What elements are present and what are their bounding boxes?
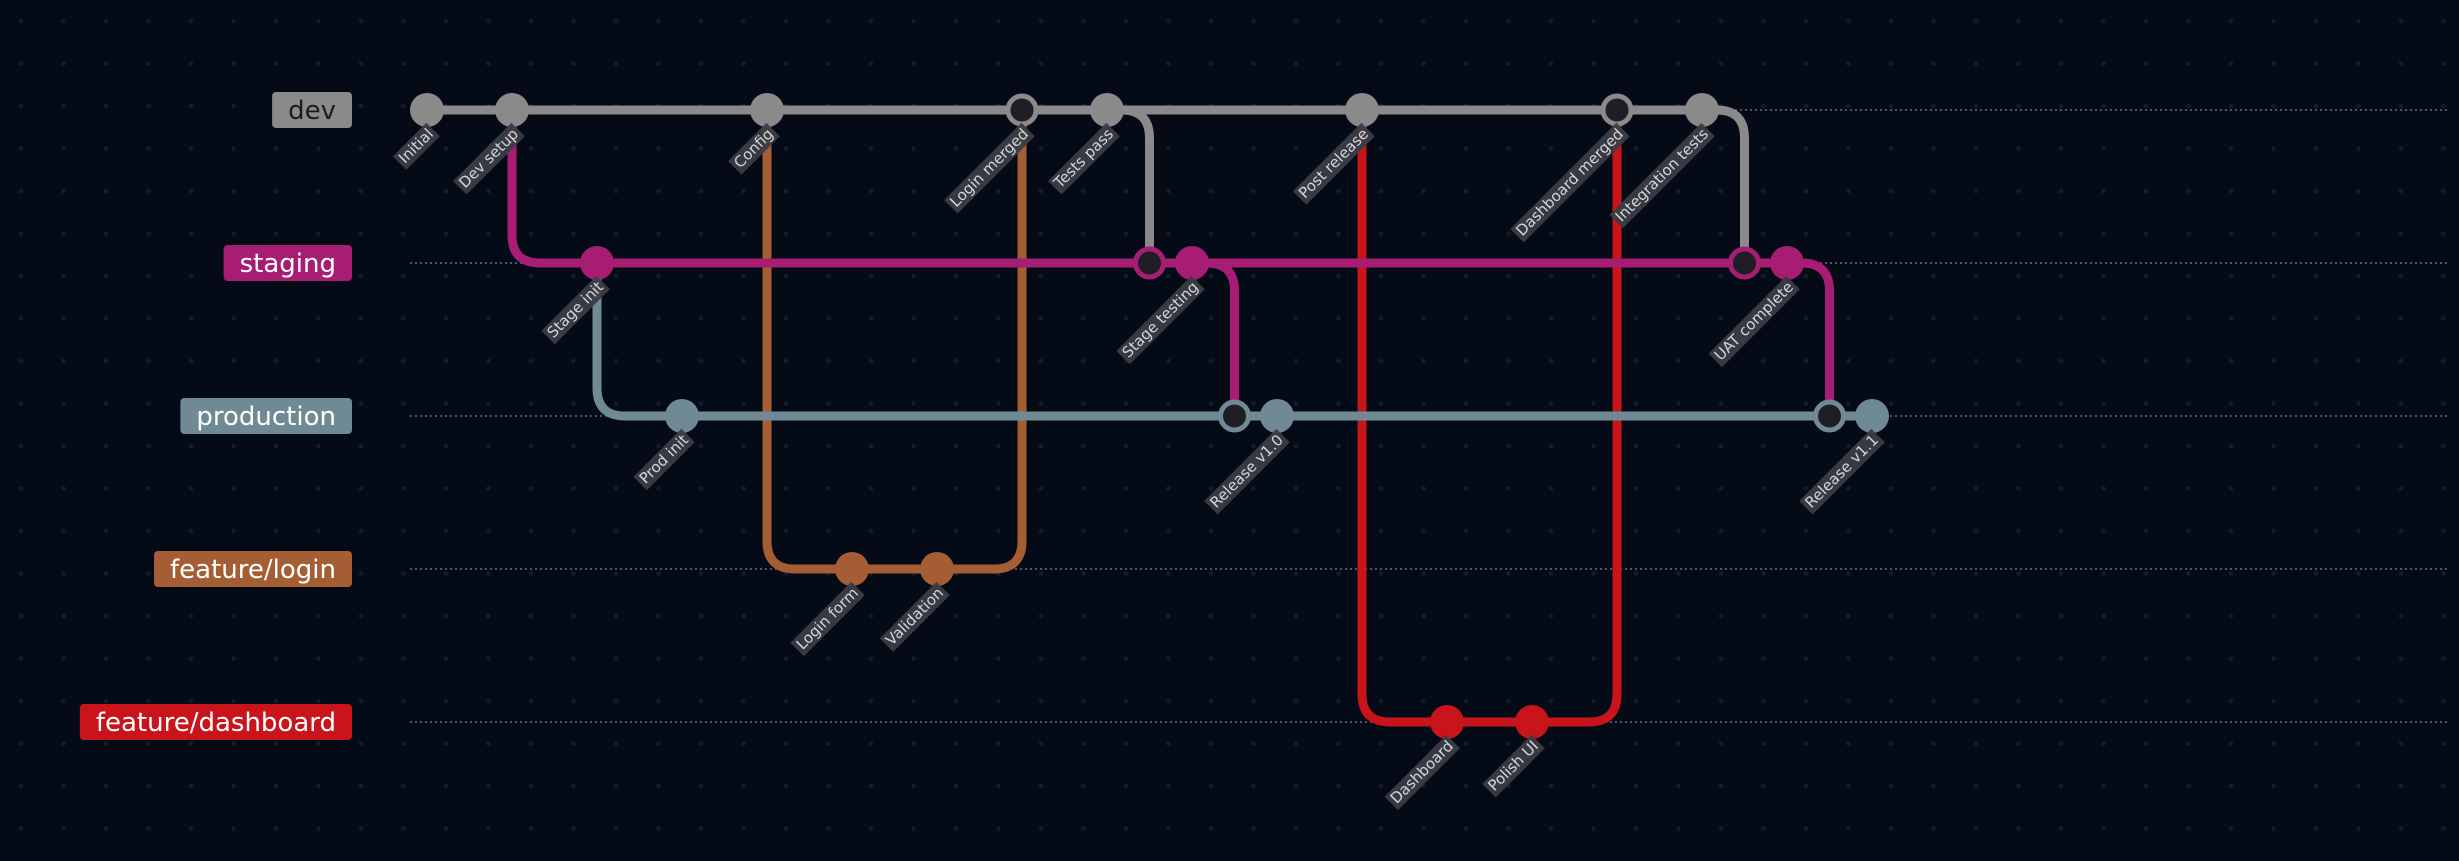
merge-point-1: [1133, 246, 1166, 280]
branch-label-text: feature/login: [170, 555, 336, 585]
connection-fork-1: [507, 105, 602, 268]
merge-point-4: [1813, 399, 1846, 433]
commit-node-c9: [1090, 93, 1124, 127]
commits: [410, 93, 1889, 739]
commit-node-c15: [1600, 93, 1634, 127]
commit-label-bg: [1799, 428, 1885, 515]
branch-label-bg: [223, 245, 352, 281]
connection-fork-7: [1357, 105, 1452, 727]
commit-label-bg: [1482, 734, 1545, 798]
commit-label-bg: [728, 122, 780, 175]
commit-label-bg: [1384, 734, 1460, 811]
commit-label-bg: [1609, 122, 1715, 229]
commit-node-c3: [580, 246, 614, 280]
branch-label-staging: staging: [223, 245, 352, 281]
branch-label-bg: [180, 398, 352, 434]
branch-label-feature-dashboard: feature/dashboard: [79, 704, 352, 740]
branch-label-dev: dev: [272, 92, 352, 128]
commit-label-bg: [541, 275, 610, 345]
connection-merge-8: [1527, 105, 1622, 727]
commit-node-c6: [835, 552, 869, 586]
commit-node-c12: [1345, 93, 1379, 127]
commit-label-bg: [633, 428, 695, 491]
commit-node-c18: [1855, 399, 1889, 433]
branch-label-text: feature/dashboard: [96, 708, 336, 738]
commit-node-c10: [1175, 246, 1209, 280]
branch-label-bg: [272, 92, 352, 128]
commit-label-bg: [1708, 275, 1800, 368]
commit-label-bg: [1204, 428, 1290, 515]
commit-label-bg: [879, 581, 950, 652]
branch-labels: dev staging production feature/login feature…: [79, 92, 352, 740]
branch-label-text: staging: [240, 249, 336, 279]
branch-label-feature-login: feature/login: [154, 551, 352, 587]
connection-fork-3: [762, 105, 857, 574]
commit-node-c5: [750, 93, 784, 127]
commit-node-c16: [1685, 93, 1719, 127]
commit-label-bg: [944, 122, 1035, 214]
branch-label-text: production: [196, 402, 336, 432]
connection-fork-2: [592, 258, 687, 421]
commit-node-c7: [920, 552, 954, 586]
commit-label-bg: [790, 581, 865, 657]
branch-label-bg: [79, 704, 352, 740]
commit-node-c8: [1005, 93, 1039, 127]
commit-node-c4: [665, 399, 699, 433]
commit-label-bg: [1292, 122, 1375, 205]
commit-node-c1: [410, 93, 444, 127]
merge-point-3: [1728, 246, 1761, 280]
commit-node-c2: [495, 93, 529, 127]
commit-label-bg: [1048, 122, 1120, 195]
branch-label-text: dev: [288, 96, 336, 126]
commit-label-bg: [1116, 275, 1205, 365]
connection-merge-4: [932, 105, 1027, 574]
commit-node-c11: [1260, 399, 1294, 433]
branch-label-production: production: [180, 398, 352, 434]
commit-label-bg: [453, 122, 525, 195]
commit-node-c17: [1770, 246, 1804, 280]
commit-label-bg: [1510, 122, 1630, 243]
commit-node-c13: [1430, 705, 1464, 739]
commit-label-bg: [392, 122, 440, 170]
commit-node-c14: [1515, 705, 1549, 739]
merge-point-2: [1218, 399, 1251, 433]
branch-label-bg: [154, 551, 352, 587]
